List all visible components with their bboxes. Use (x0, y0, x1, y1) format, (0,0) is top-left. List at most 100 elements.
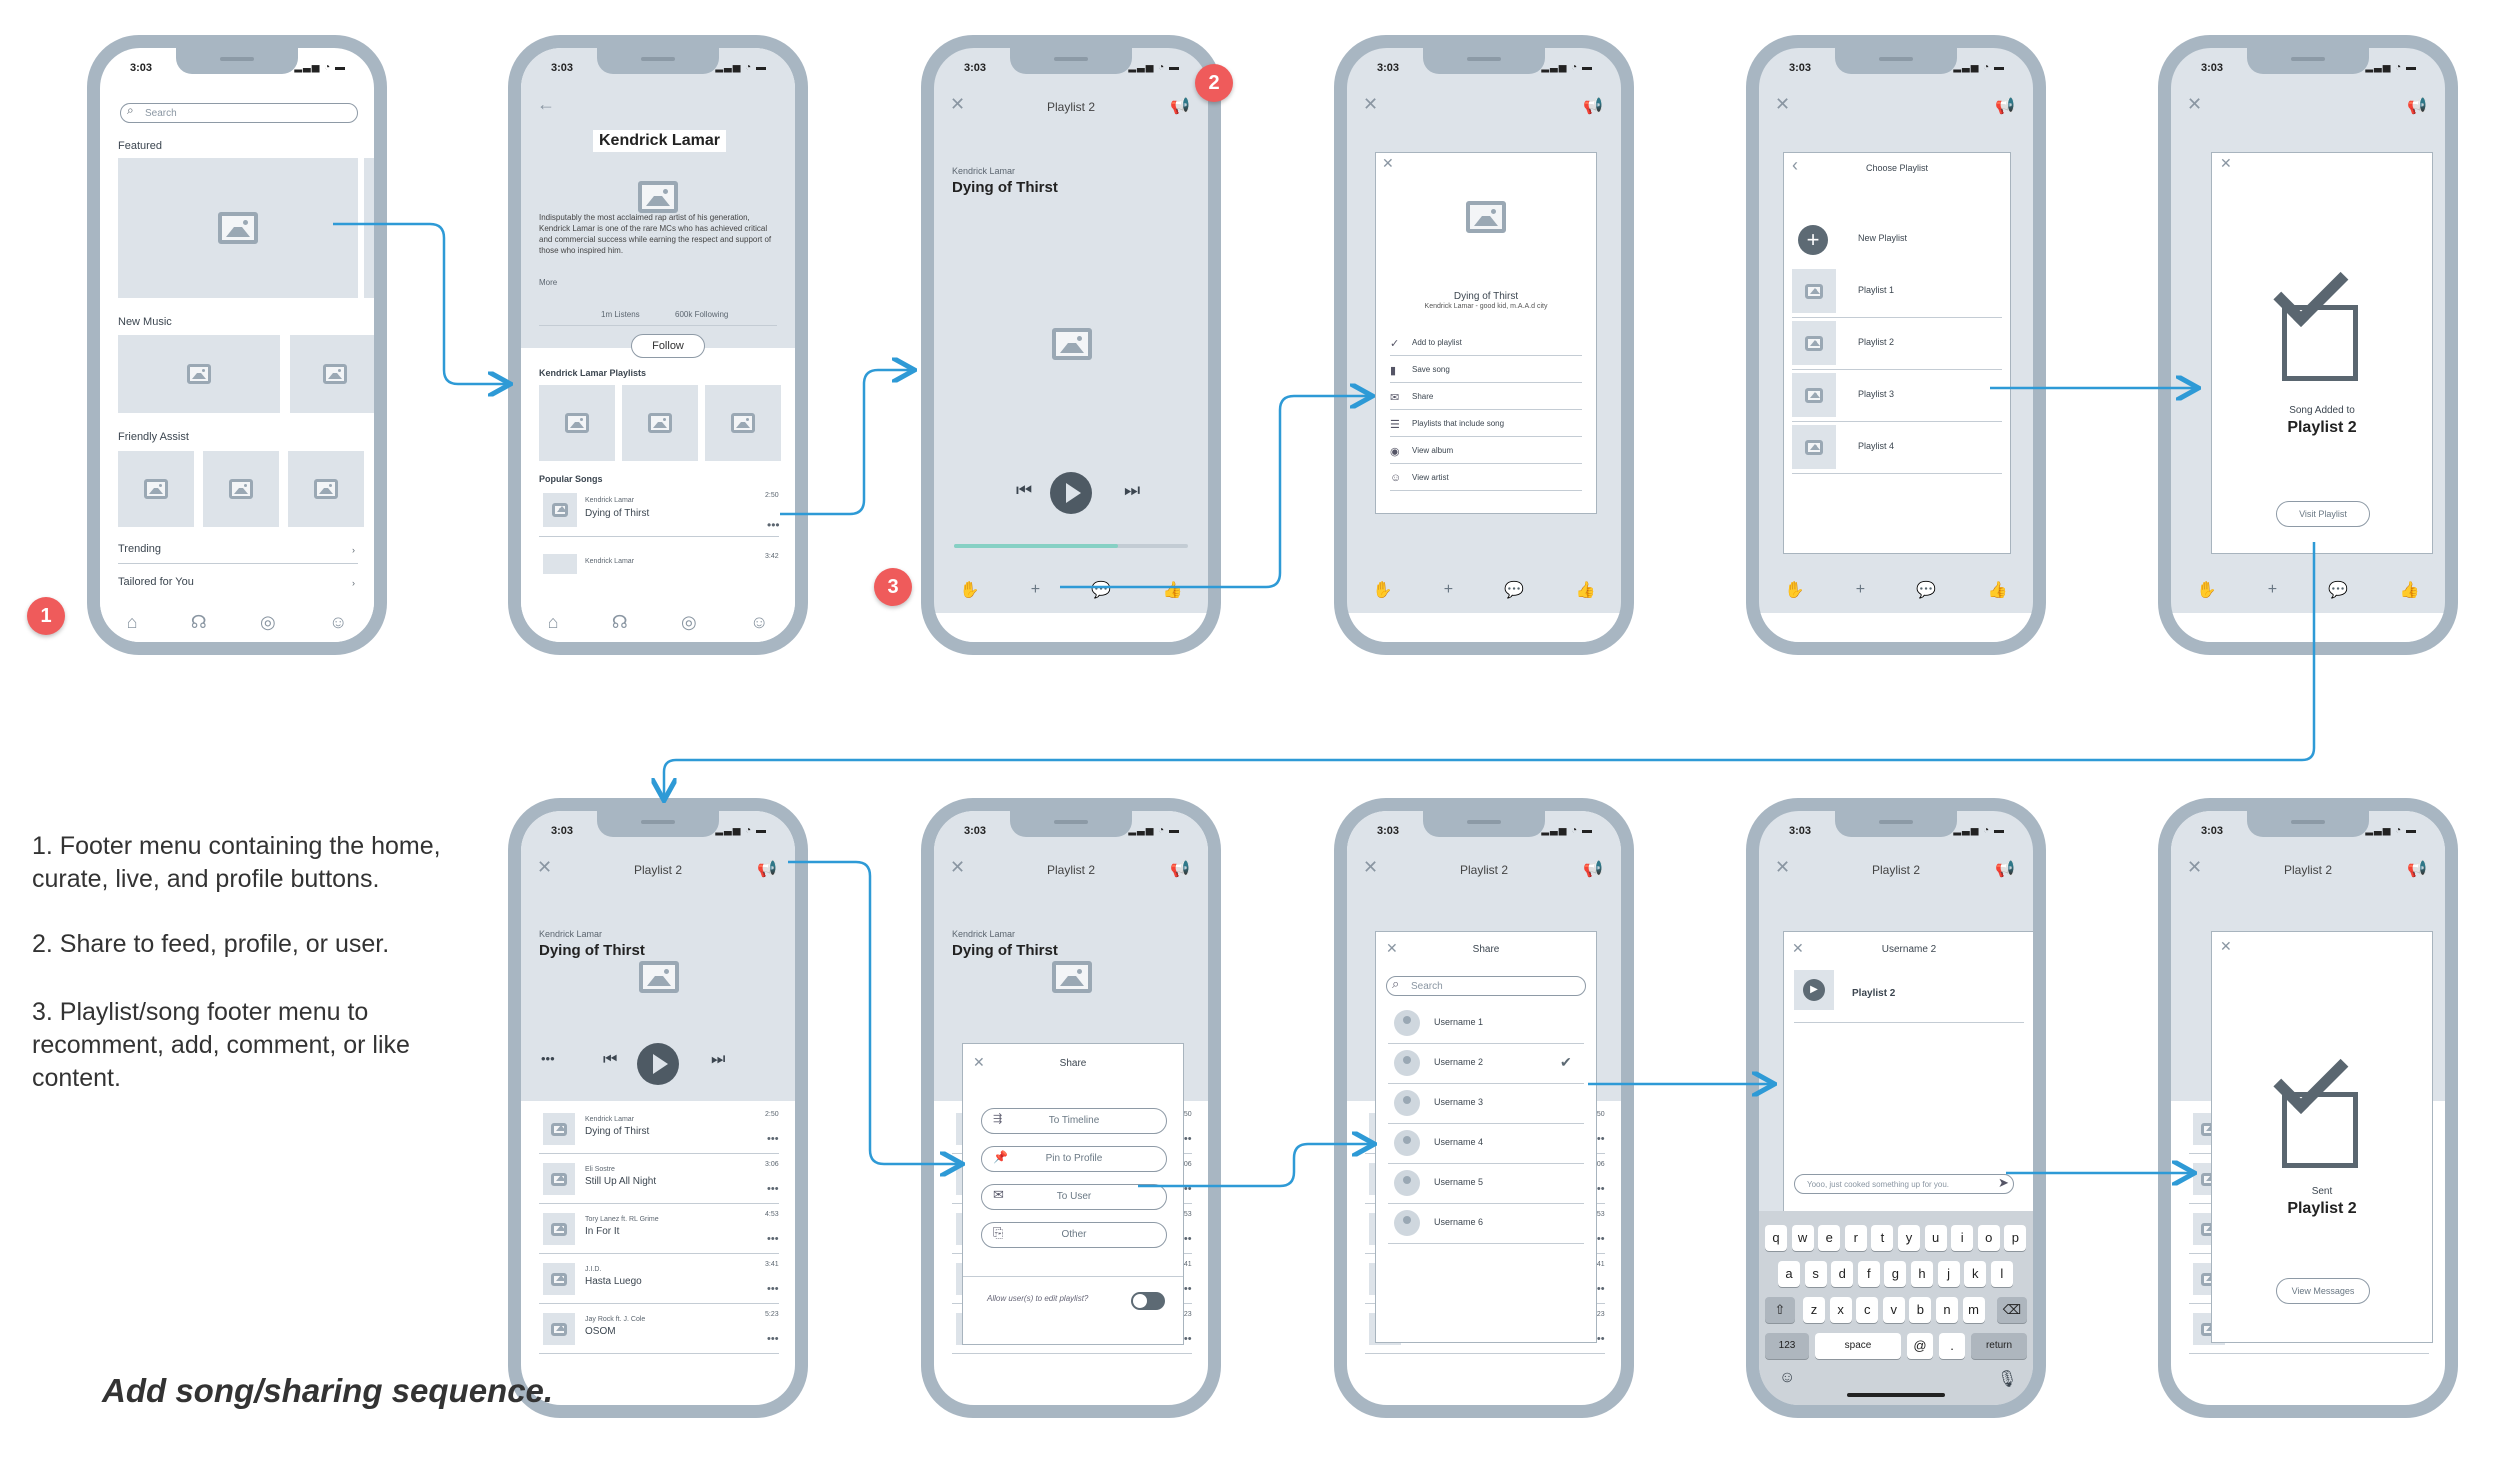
add-icon[interactable]: + (1443, 581, 1454, 598)
close-icon[interactable]: ✕ (2220, 155, 2232, 171)
featured-card[interactable] (118, 158, 358, 298)
add-icon[interactable]: + (1030, 581, 1041, 598)
song-title[interactable]: OSOM (585, 1326, 616, 1337)
like-icon[interactable]: 👍 (2399, 582, 2420, 599)
keyboard-key[interactable]: o (1977, 1225, 2000, 1251)
play-button[interactable] (637, 1043, 679, 1085)
keyboard-key[interactable]: v (1882, 1297, 1905, 1323)
previous-icon[interactable]: ⏮ (603, 1051, 618, 1068)
check-circle-icon[interactable]: ✔ (1560, 1054, 1572, 1070)
playlist-option[interactable]: Playlist 4 (1858, 441, 1895, 451)
recommend-icon[interactable]: ✋ (1784, 582, 1805, 599)
keyboard-key[interactable]: u (1924, 1225, 1947, 1251)
tailored-link[interactable]: Tailored for You (118, 576, 194, 588)
username[interactable]: Username 5 (1434, 1177, 1484, 1187)
featured-card-next[interactable] (364, 158, 374, 298)
username[interactable]: Username 4 (1434, 1137, 1484, 1147)
share-megaphone-icon[interactable]: 📢 (1583, 98, 1603, 115)
headphones-icon[interactable]: ☊ (611, 611, 628, 632)
share-megaphone-icon[interactable]: 📢 (1995, 861, 2015, 878)
home-icon[interactable]: ⌂ (547, 611, 559, 632)
close-icon[interactable]: ✕ (973, 1054, 985, 1070)
more-options-icon[interactable]: ••• (1180, 1283, 1192, 1295)
profile-icon[interactable]: ☺ (328, 611, 348, 632)
close-icon[interactable]: ✕ (1363, 94, 1379, 114)
microphone-icon[interactable]: 🎙 (1997, 1371, 2018, 1388)
like-icon[interactable]: 👍 (1987, 582, 2008, 599)
more-options-icon[interactable]: ••• (541, 1051, 555, 1066)
close-icon[interactable]: ✕ (537, 857, 553, 877)
close-icon[interactable]: ✕ (1382, 155, 1394, 171)
more-options-icon[interactable]: ••• (1593, 1183, 1605, 1195)
new-music-card[interactable] (290, 335, 374, 413)
song-menu-item[interactable]: View album (1412, 446, 1454, 455)
next-icon[interactable]: ⏭ (711, 1051, 726, 1068)
playlist-card[interactable] (539, 385, 615, 461)
like-icon[interactable]: 👍 (1575, 582, 1596, 599)
next-icon[interactable]: ⏭ (1124, 480, 1141, 500)
song-title[interactable]: Hasta Luego (585, 1276, 642, 1287)
keyboard-key[interactable]: p (2004, 1225, 2027, 1251)
keyboard-key[interactable]: d (1831, 1261, 1854, 1287)
add-icon[interactable]: + (1855, 581, 1866, 598)
recommend-icon[interactable]: ✋ (1372, 582, 1393, 599)
close-icon[interactable]: ✕ (2187, 857, 2203, 877)
keyboard-key[interactable]: m (1962, 1297, 1985, 1323)
playlist-option[interactable]: Playlist 3 (1858, 389, 1895, 399)
like-icon[interactable]: 👍 (1162, 582, 1183, 599)
keyboard-key[interactable]: t (1871, 1225, 1894, 1251)
delete-key[interactable]: ⌫ (1997, 1297, 2027, 1323)
live-icon[interactable]: ◎ (260, 611, 276, 632)
comment-icon[interactable]: 💬 (1091, 582, 1112, 599)
view-messages-button[interactable]: View Messages (2276, 1278, 2370, 1304)
more-options-icon[interactable]: ••• (767, 1233, 779, 1245)
share-megaphone-icon[interactable]: 📢 (1995, 98, 2015, 115)
keyboard-key[interactable]: f (1857, 1261, 1880, 1287)
comment-icon[interactable]: 💬 (1504, 582, 1525, 599)
playlist-option[interactable]: Playlist 1 (1858, 285, 1895, 295)
home-icon[interactable]: ⌂ (126, 611, 138, 632)
share-megaphone-icon[interactable]: 📢 (757, 861, 777, 878)
return-key[interactable]: return (1971, 1333, 2027, 1359)
close-icon[interactable]: ✕ (1775, 94, 1791, 114)
assist-card[interactable] (288, 451, 364, 527)
share-megaphone-icon[interactable]: 📢 (2407, 861, 2427, 878)
keyboard-key[interactable]: n (1936, 1297, 1958, 1323)
keyboard-key[interactable]: q (1765, 1225, 1787, 1251)
more-options-icon[interactable]: ••• (1593, 1133, 1605, 1145)
more-options-icon[interactable]: ••• (1593, 1233, 1605, 1245)
emoji-icon[interactable]: ☺ (1779, 1369, 1796, 1386)
visit-playlist-button[interactable]: Visit Playlist (2276, 501, 2370, 527)
keyboard-key[interactable]: e (1818, 1225, 1841, 1251)
new-music-card[interactable] (118, 335, 280, 413)
allow-edit-toggle[interactable] (1131, 1292, 1165, 1310)
close-icon[interactable]: ✕ (950, 94, 966, 114)
more-options-icon[interactable]: ••• (1180, 1133, 1192, 1145)
close-icon[interactable]: ✕ (1775, 857, 1791, 877)
profile-icon[interactable]: ☺ (749, 611, 769, 632)
keyboard-key[interactable]: h (1911, 1261, 1933, 1287)
dot-key[interactable]: . (1939, 1333, 1965, 1359)
keyboard-key[interactable]: x (1829, 1297, 1852, 1323)
comment-icon[interactable]: 💬 (2328, 582, 2349, 599)
keyboard-key[interactable]: k (1964, 1261, 1987, 1287)
keyboard-key[interactable]: r (1844, 1225, 1867, 1251)
song-menu-item[interactable]: Add to playlist (1412, 338, 1462, 347)
song-menu-item[interactable]: Playlists that include song (1412, 419, 1505, 428)
close-icon[interactable]: ✕ (2220, 938, 2232, 954)
shared-playlist-name[interactable]: Playlist 2 (1852, 988, 1896, 999)
keyboard-key[interactable]: y (1898, 1225, 1920, 1251)
headphones-icon[interactable]: ☊ (190, 611, 207, 632)
pin-to-profile-button[interactable]: Pin to Profile (981, 1146, 1167, 1172)
share-megaphone-icon[interactable]: 📢 (2407, 98, 2427, 115)
back-arrow-icon[interactable]: ← (537, 94, 555, 114)
send-icon[interactable]: ➤ (1998, 1175, 2009, 1190)
keyboard-key[interactable]: s (1804, 1261, 1827, 1287)
share-megaphone-icon[interactable]: 📢 (1170, 861, 1190, 878)
more-options-icon[interactable]: ••• (767, 1333, 779, 1345)
close-icon[interactable]: ✕ (1363, 857, 1379, 877)
close-icon[interactable]: ✕ (1792, 940, 1804, 956)
username[interactable]: Username 3 (1434, 1097, 1484, 1107)
back-chevron-icon[interactable]: ‹ (1792, 155, 1798, 175)
more-options-icon[interactable]: ••• (767, 1183, 779, 1195)
